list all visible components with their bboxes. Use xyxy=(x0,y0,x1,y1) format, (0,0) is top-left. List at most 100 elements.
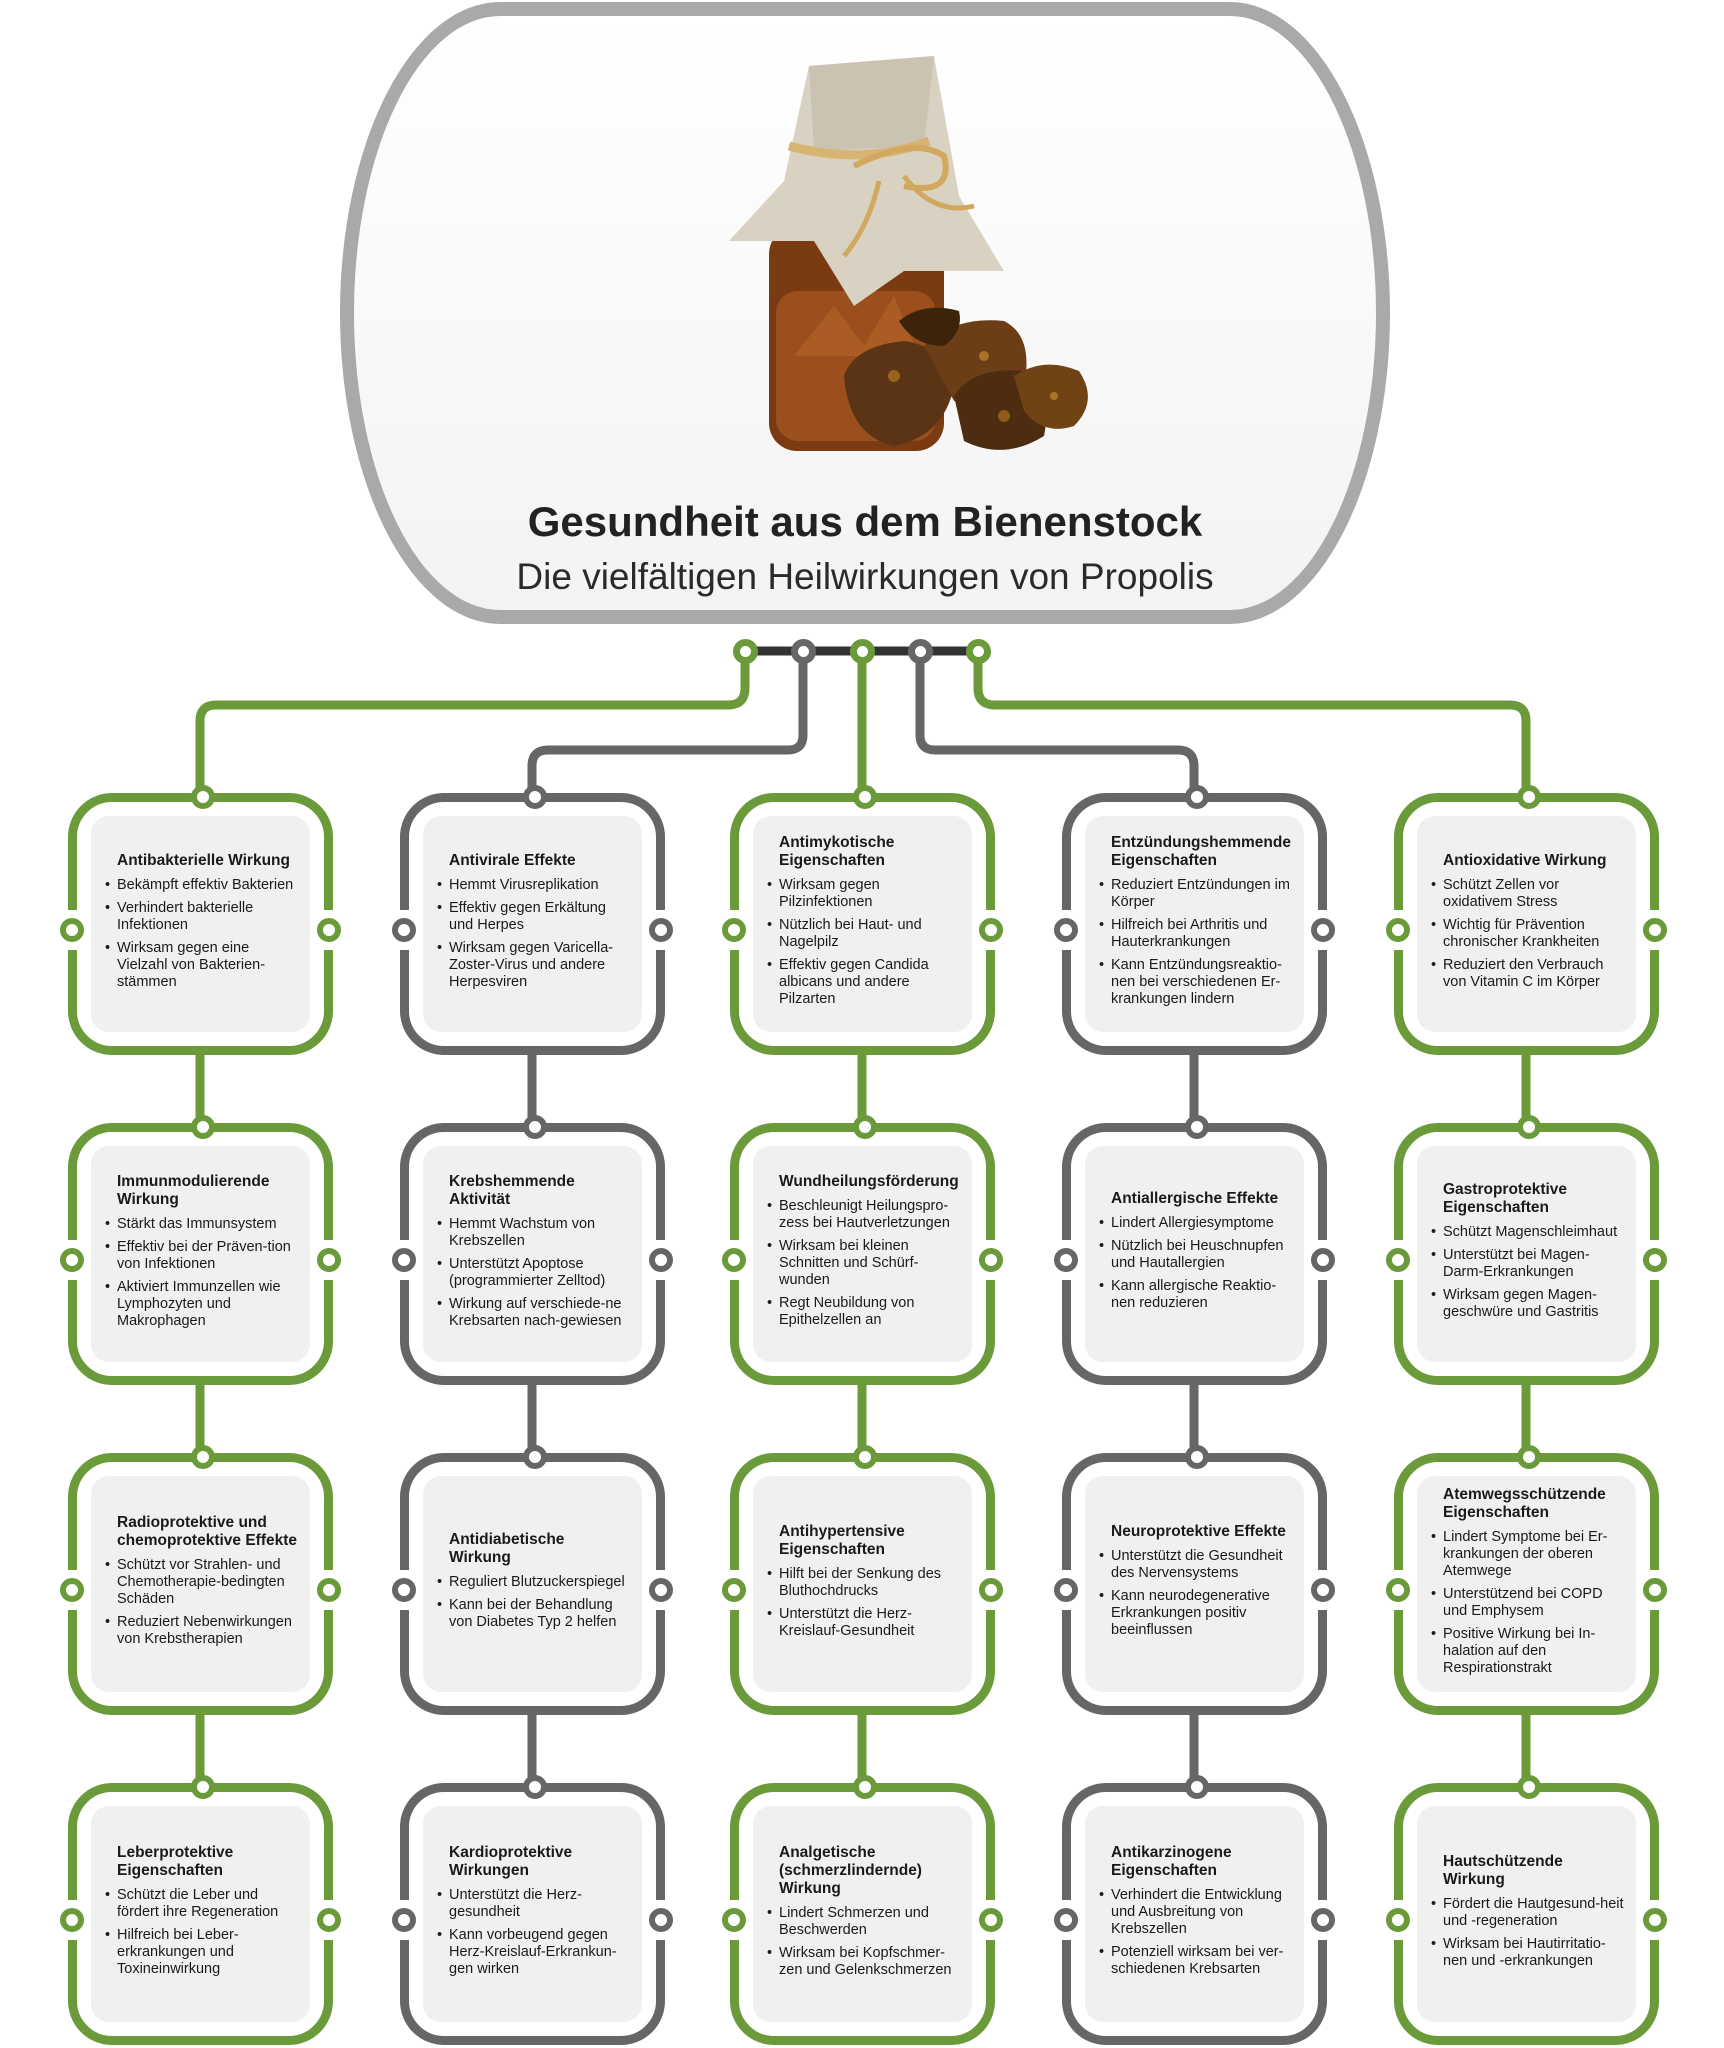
connector-node-icon xyxy=(60,918,84,942)
connector-node-icon xyxy=(853,1115,877,1139)
page-title: Gesundheit aus dem Bienenstock xyxy=(527,498,1203,545)
card-bullet-item: Effektiv gegen Candida albicans und ande… xyxy=(767,957,960,1008)
connector-node-icon xyxy=(1517,785,1541,809)
card-bullet-item: Schützt die Leber und fördert ihre Regen… xyxy=(105,1887,298,1921)
card-bullet-list: Hemmt VirusreplikationEffektiv gegen Erk… xyxy=(437,877,630,997)
connector-node-icon xyxy=(523,1115,547,1139)
card-bullet-item: Kann neurodegenerative Erkrankungen posi… xyxy=(1099,1588,1292,1639)
connector-node-icon xyxy=(191,1775,215,1799)
connector-node-icon xyxy=(979,1908,1003,1932)
connector-node-icon xyxy=(853,785,877,809)
connector-node-icon xyxy=(1517,1775,1541,1799)
card-title: Immunmodulierende Wirkung xyxy=(117,1172,270,1208)
connector-node-icon xyxy=(1185,1445,1209,1469)
connector-node-icon xyxy=(191,1115,215,1139)
connector-node-icon xyxy=(523,785,547,809)
card-body: Analgetische (schmerzlindernde) WirkungL… xyxy=(753,1806,972,2022)
card-bullet-item: Wirksam bei Hautirritatio-nen und -erkra… xyxy=(1431,1936,1624,1970)
card-bullet-item: Wirkung auf verschiede-ne Krebsarten nac… xyxy=(437,1296,630,1330)
card-body: Antidiabetische WirkungReguliert Blutzuc… xyxy=(423,1476,642,1692)
card-title: Neuroprotektive Effekte xyxy=(1111,1523,1286,1540)
connector-node-icon xyxy=(1185,785,1209,809)
card-bullet-item: Wirksam bei kleinen Schnitten und Schürf… xyxy=(767,1238,960,1289)
card-bullet-item: Aktiviert Immunzellen wie Lymphozyten un… xyxy=(105,1279,298,1330)
card-bullet-item: Reduziert Nebenwirkungen von Krebstherap… xyxy=(105,1614,298,1648)
card-bullet-item: Verhindert bakterielle Infektionen xyxy=(105,900,298,934)
benefit-card: Radioprotektive und chemoprotektive Effe… xyxy=(60,1445,341,1715)
card-bullet-item: Kann Entzündungsreaktio-nen bei verschie… xyxy=(1099,957,1292,1008)
card-body: Kardioprotektive WirkungenUnterstützt di… xyxy=(423,1806,642,2022)
card-bullet-item: Wirksam gegen eine Vielzahl von Bakterie… xyxy=(105,940,298,991)
card-bullet-item: Lindert Symptome bei Er-krankungen der o… xyxy=(1431,1529,1624,1580)
card-title: Krebshemmende Aktivität xyxy=(449,1172,575,1208)
card-title: Antivirale Effekte xyxy=(449,851,576,869)
card-bullet-item: Beschleunigt Heilungspro-zess bei Hautve… xyxy=(767,1198,960,1232)
card-bullet-item: Hilfreich bei Leber-erkrankungen und Tox… xyxy=(105,1927,298,1978)
card-body: Krebshemmende AktivitätHemmt Wachstum vo… xyxy=(423,1146,642,1362)
hub-node-icon xyxy=(850,639,875,664)
card-bullet-list: Schützt vor Strahlen- und Chemotherapie-… xyxy=(105,1557,298,1654)
connector-node-icon xyxy=(1643,1908,1667,1932)
benefit-card: Antimykotische EigenschaftenWirksam gege… xyxy=(722,785,1003,1055)
card-title: Hautschützende Wirkung xyxy=(1443,1852,1563,1888)
connector-node-icon xyxy=(853,1445,877,1469)
card-bullet-list: Hilft bei der Senkung des Bluthochdrucks… xyxy=(767,1566,960,1646)
card-bullet-list: Beschleunigt Heilungspro-zess bei Hautve… xyxy=(767,1198,960,1335)
card-title: Wundheilungsförderung xyxy=(779,1173,959,1190)
connector-node-icon xyxy=(317,918,341,942)
connector-node-icon xyxy=(392,1578,416,1602)
card-body: Antivirale EffekteHemmt Virusreplikation… xyxy=(423,816,642,1032)
hub-node-icon xyxy=(733,639,758,664)
card-bullet-item: Regt Neubildung von Epithelzellen an xyxy=(767,1295,960,1329)
benefit-card: Antiallergische EffekteLindert Allergies… xyxy=(1054,1115,1335,1385)
card-body: Leberprotektive EigenschaftenSchützt die… xyxy=(91,1806,310,2022)
connector-node-icon xyxy=(979,1248,1003,1272)
card-bullet-item: Stärkt das Immunsystem xyxy=(105,1216,298,1233)
benefit-card: Kardioprotektive WirkungenUnterstützt di… xyxy=(392,1775,673,2045)
connector-node-icon xyxy=(649,1908,673,1932)
benefit-card: Leberprotektive EigenschaftenSchützt die… xyxy=(60,1775,341,2045)
benefit-card: Neuroprotektive EffekteUnterstützt die G… xyxy=(1054,1445,1335,1715)
card-bullet-item: Kann vorbeugend gegen Herz-Kreislauf-Erk… xyxy=(437,1927,630,1978)
wire-col-2 xyxy=(527,646,808,800)
page-subtitle: Die vielfältigen Heilwirkungen von Propo… xyxy=(516,556,1214,597)
card-title: Antihypertensive Eigenschaften xyxy=(779,1522,905,1558)
card-title: Atemwegsschützende Eigenschaften xyxy=(1443,1485,1606,1521)
benefit-card: Krebshemmende AktivitätHemmt Wachstum vo… xyxy=(392,1115,673,1385)
card-bullet-item: Potenziell wirksam bei ver-schiedenen Kr… xyxy=(1099,1944,1292,1978)
benefit-card: Analgetische (schmerzlindernde) WirkungL… xyxy=(722,1775,1003,2045)
card-bullet-item: Unterstützt bei Magen-Darm-Erkrankungen xyxy=(1431,1247,1624,1281)
card-bullet-list: Schützt Zellen vor oxidativem StressWich… xyxy=(1431,877,1624,997)
card-bullet-item: Nützlich bei Haut- und Nagelpilz xyxy=(767,917,960,951)
wire-col-4 xyxy=(915,646,1199,800)
connector-node-icon xyxy=(649,1248,673,1272)
benefit-card: Antikarzinogene EigenschaftenVerhindert … xyxy=(1054,1775,1335,2045)
card-bullet-list: Stärkt das ImmunsystemEffektiv bei der P… xyxy=(105,1216,298,1336)
card-title: Antimykotische Eigenschaften xyxy=(779,834,895,869)
benefit-card: Antidiabetische WirkungReguliert Blutzuc… xyxy=(392,1445,673,1715)
card-bullet-item: Effektiv bei der Präven-tion von Infekti… xyxy=(105,1239,298,1273)
card-bullet-item: Wirksam gegen Pilzinfektionen xyxy=(767,877,960,911)
benefit-card: Entzündungshemmende EigenschaftenReduzie… xyxy=(1054,785,1335,1055)
card-bullet-item: Kann bei der Behandlung von Diabetes Typ… xyxy=(437,1597,630,1631)
connector-node-icon xyxy=(1386,1248,1410,1272)
benefit-card: Gastroprotektive EigenschaftenSchützt Ma… xyxy=(1386,1115,1667,1385)
benefit-card: Antihypertensive EigenschaftenHilft bei … xyxy=(722,1445,1003,1715)
card-bullet-item: Unterstützend bei COPD und Emphysem xyxy=(1431,1586,1624,1620)
card-bullet-item: Hemmt Virusreplikation xyxy=(437,877,630,894)
connector-node-icon xyxy=(722,918,746,942)
card-bullet-item: Effektiv gegen Erkältung und Herpes xyxy=(437,900,630,934)
card-bullet-item: Schützt vor Strahlen- und Chemotherapie-… xyxy=(105,1557,298,1608)
card-body: Neuroprotektive EffekteUnterstützt die G… xyxy=(1085,1476,1304,1692)
card-bullet-item: Kann allergische Reaktio-nen reduzieren xyxy=(1099,1278,1292,1312)
card-bullet-item: Unterstützt die Gesundheit des Nervensys… xyxy=(1099,1548,1292,1582)
connector-node-icon xyxy=(1311,1578,1335,1602)
hub-node-icon xyxy=(791,639,816,664)
card-body: Antiallergische EffekteLindert Allergies… xyxy=(1085,1146,1304,1362)
connector-node-icon xyxy=(1517,1115,1541,1139)
card-bullet-list: Verhindert die Entwicklung und Ausbreitu… xyxy=(1099,1887,1292,1984)
card-bullet-list: Lindert Schmerzen und BeschwerdenWirksam… xyxy=(767,1905,960,1985)
wire-col-5 xyxy=(973,646,1531,800)
card-title: Antidiabetische Wirkung xyxy=(449,1531,565,1566)
connector-node-icon xyxy=(1386,918,1410,942)
